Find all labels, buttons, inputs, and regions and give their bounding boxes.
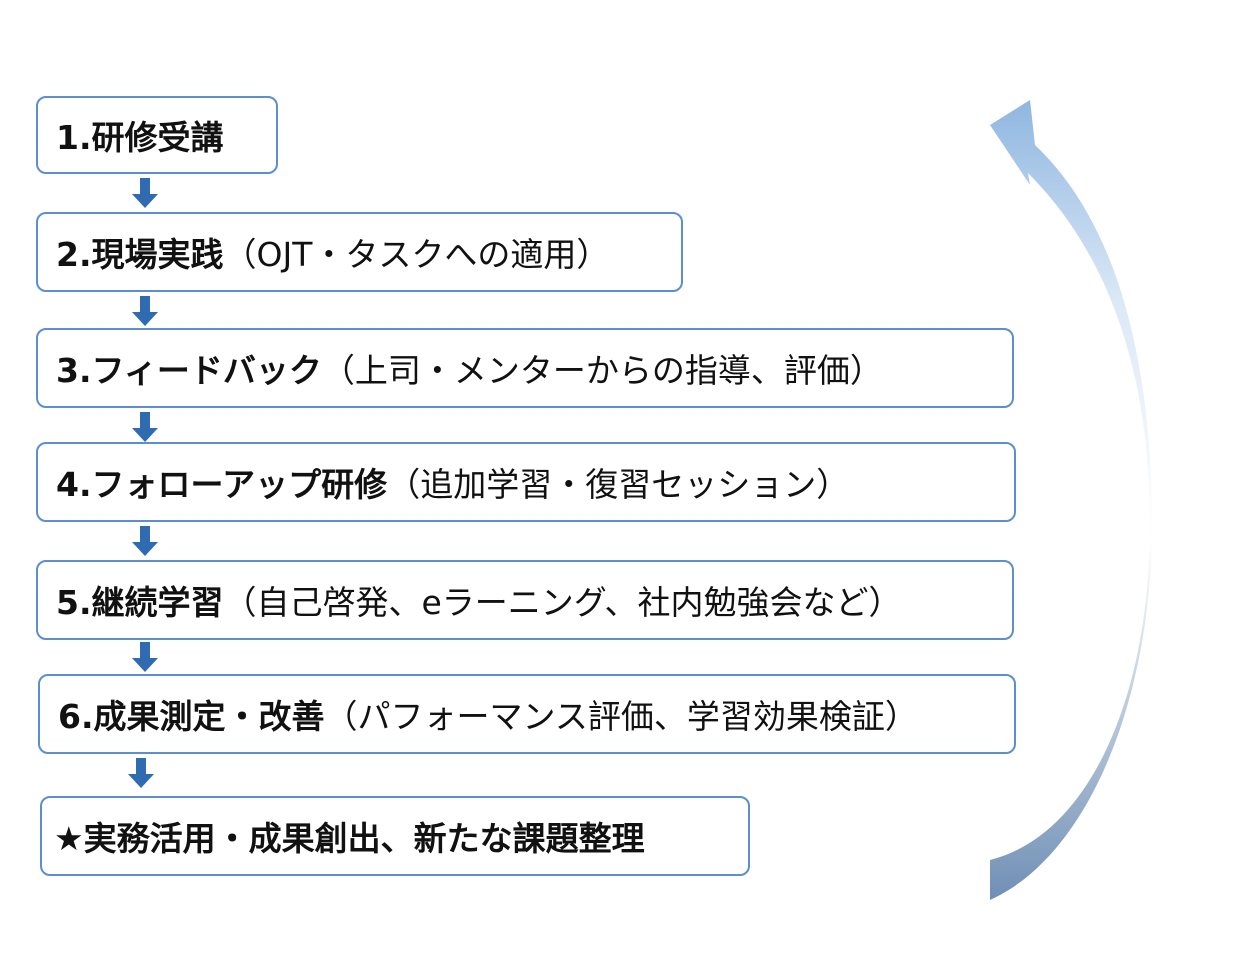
down-arrow-5-icon <box>132 642 158 672</box>
step-1-title: 1.研修受講 <box>56 118 224 157</box>
step-2-box: 2.現場実践（OJT・タスクへの適用） <box>36 212 683 292</box>
cycle-arrow-body <box>990 100 1152 900</box>
step-4-detail: （追加学習・復習セッション） <box>387 465 850 504</box>
step-4-box: 4.フォローアップ研修（追加学習・復習セッション） <box>36 442 1016 522</box>
step-7-title: ★実務活用・成果創出、新たな課題整理 <box>54 819 645 858</box>
step-3-detail: （上司・メンターからの指導、評価） <box>321 351 883 390</box>
cycle-arrow-icon <box>990 100 1152 900</box>
step-2-title: 2.現場実践 <box>56 235 224 274</box>
down-arrow-6-icon <box>128 758 154 788</box>
step-2-detail: （OJT・タスクへの適用） <box>223 235 610 274</box>
step-7-box: ★実務活用・成果創出、新たな課題整理 <box>40 796 750 876</box>
step-6-detail: （パフォーマンス評価、学習効果検証） <box>324 697 918 736</box>
down-arrow-4-icon <box>132 526 158 556</box>
step-6-title: 6.成果測定・改善 <box>58 697 325 736</box>
down-arrow-3-icon <box>132 412 158 442</box>
step-1-box: 1.研修受講 <box>36 96 278 174</box>
down-arrow-2-icon <box>132 296 158 326</box>
step-6-box: 6.成果測定・改善（パフォーマンス評価、学習効果検証） <box>38 674 1016 754</box>
step-4-title: 4.フォローアップ研修 <box>56 465 388 504</box>
step-3-box: 3.フィードバック（上司・メンターからの指導、評価） <box>36 328 1014 408</box>
down-arrow-1-icon <box>132 178 158 208</box>
step-5-box: 5.継続学習（自己啓発、eラーニング、社内勉強会など） <box>36 560 1014 640</box>
step-5-title: 5.継続学習 <box>56 583 224 622</box>
step-5-detail: （自己啓発、eラーニング、社内勉強会など） <box>223 583 902 622</box>
step-3-title: 3.フィードバック <box>56 351 322 390</box>
